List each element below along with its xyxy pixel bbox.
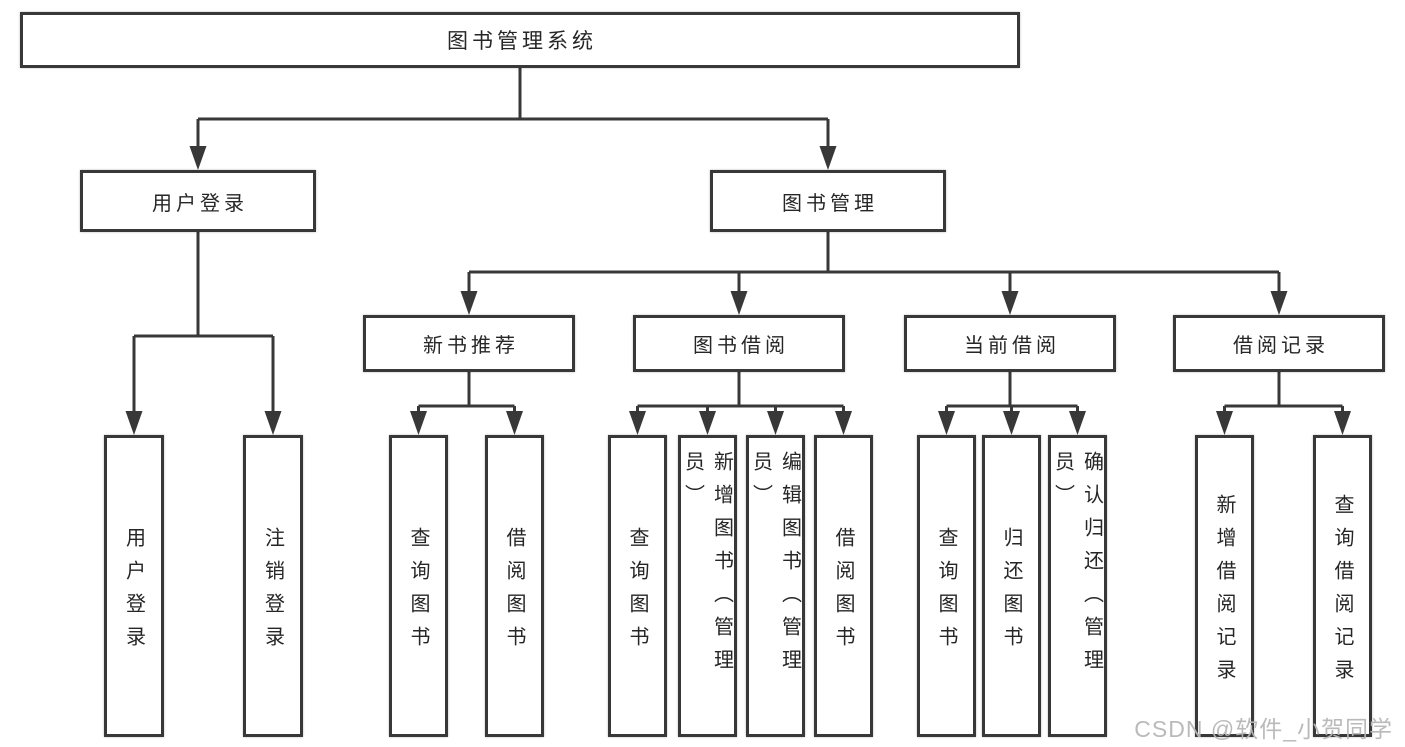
node-library-system-root: 图书管理系统 — [20, 12, 1020, 68]
leaf-query-books: 查询图书 — [608, 435, 667, 737]
leaf-return-books: 归还图书 — [982, 435, 1041, 737]
leaf-add-book-admin: 新增图书（管理员） — [678, 435, 737, 737]
leaf-confirm-return-admin: 确认归还（管理员） — [1048, 435, 1107, 737]
leaf-edit-book-admin: 编辑图书（管理员） — [746, 435, 805, 737]
leaf-query-borrow-record: 查询借阅记录 — [1313, 435, 1372, 737]
node-book-management: 图书管理 — [710, 170, 946, 232]
leaf-user-login: 用户登录 — [104, 435, 164, 737]
leaf-add-borrow-record: 新增借阅记录 — [1195, 435, 1254, 737]
leaf-query-books: 查询图书 — [917, 435, 976, 737]
node-current-borrowing: 当前借阅 — [904, 315, 1116, 372]
node-user-login: 用户登录 — [80, 170, 316, 232]
csdn-watermark: CSDN @软件_小贺同学 — [1134, 716, 1393, 742]
leaf-borrow-books: 借阅图书 — [814, 435, 873, 737]
leaf-query-books: 查询图书 — [389, 435, 448, 737]
node-borrowing-records: 借阅记录 — [1173, 315, 1385, 372]
node-book-borrowing: 图书借阅 — [633, 315, 845, 372]
node-new-book-recommend: 新书推荐 — [363, 315, 575, 372]
leaf-borrow-books: 借阅图书 — [485, 435, 544, 737]
leaf-logout: 注销登录 — [243, 435, 303, 737]
